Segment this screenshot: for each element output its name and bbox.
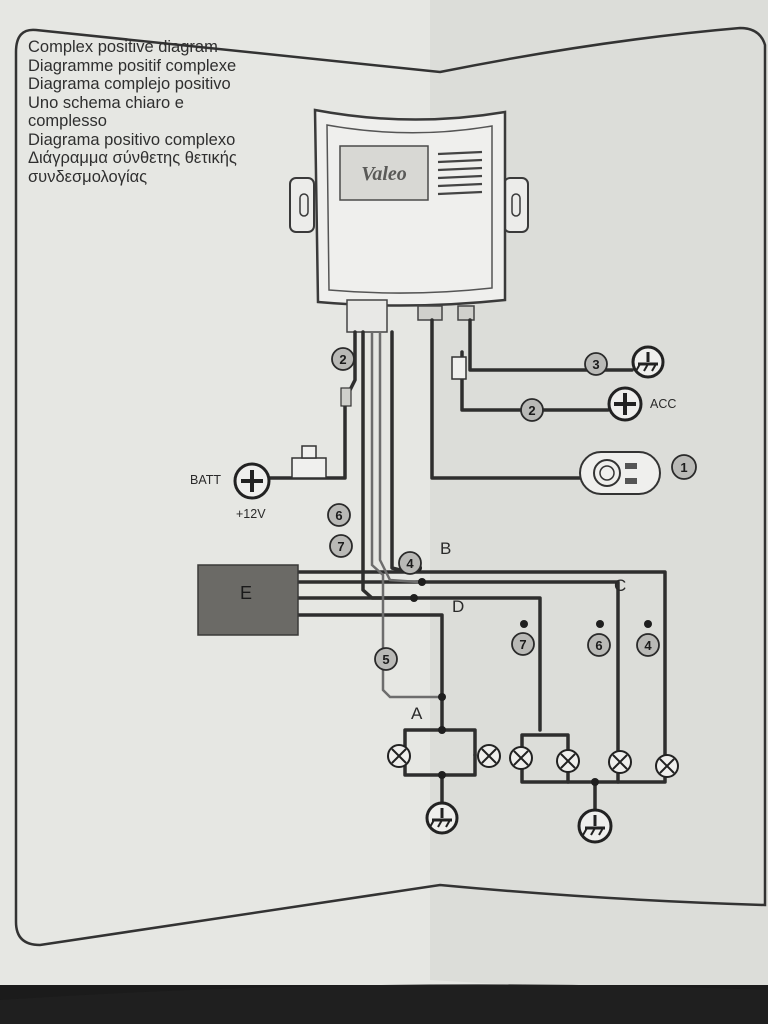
ground-icon-left bbox=[425, 801, 459, 835]
node-b-label: B bbox=[440, 539, 451, 558]
title-line: Διάγραμμα σύνθετης θετικής bbox=[28, 149, 237, 167]
badge-2-acc: 2 bbox=[528, 403, 535, 418]
brand-plate bbox=[339, 145, 429, 201]
junction-dots bbox=[410, 564, 652, 786]
lamp-icon bbox=[608, 750, 632, 774]
lamp-icon bbox=[655, 754, 679, 778]
lamp-icon bbox=[509, 746, 533, 770]
ground-icon-right bbox=[577, 808, 613, 844]
title-line: Complex positive diagram bbox=[28, 38, 218, 56]
ground-icon-top bbox=[631, 345, 665, 379]
badge-3-ground: 3 bbox=[592, 357, 599, 372]
batt-plus-icon bbox=[233, 462, 271, 500]
badge-2-batt: 2 bbox=[339, 352, 346, 367]
batt-voltage-label: +12V bbox=[236, 507, 266, 521]
title-line: Diagramme positif complexe bbox=[28, 56, 237, 75]
grey-wires bbox=[370, 332, 442, 699]
badge-1-sensor: 1 bbox=[680, 460, 687, 475]
node-a-label: A bbox=[411, 704, 423, 723]
lamps bbox=[387, 744, 679, 778]
badge-4-lamp: 4 bbox=[644, 638, 652, 653]
fuse-holder bbox=[291, 356, 467, 479]
title-line: συνδεσμολογίας bbox=[28, 167, 148, 186]
module-e-label: E bbox=[240, 583, 252, 603]
lamp-icon bbox=[477, 744, 501, 768]
wire-badges bbox=[327, 347, 697, 671]
badge-4-node: 4 bbox=[406, 556, 414, 571]
node-c-label: C bbox=[614, 576, 626, 595]
page-frame bbox=[14, 26, 767, 947]
control-box bbox=[289, 108, 529, 333]
brand-logo: Valeo bbox=[361, 163, 407, 185]
title-line: Diagrama complejo positivo bbox=[28, 75, 231, 93]
title-line: complesso bbox=[28, 112, 107, 130]
module-e bbox=[197, 564, 299, 636]
diagram-title: Complex positive diagram Diagramme posit… bbox=[28, 38, 298, 186]
lamp-icon bbox=[556, 749, 580, 773]
node-d-label: D bbox=[452, 597, 464, 616]
acc-plus-icon bbox=[607, 386, 643, 422]
sensor-indicator-icon bbox=[579, 451, 661, 495]
title-line: Diagrama positivo complexo bbox=[28, 130, 236, 149]
badge-7-wire: 7 bbox=[337, 539, 344, 554]
badge-6-wire: 6 bbox=[335, 508, 342, 523]
badge-6-lamp: 6 bbox=[595, 638, 602, 653]
batt-label: BATT bbox=[190, 473, 221, 487]
acc-label: ACC bbox=[650, 397, 676, 411]
lamp-icon bbox=[387, 744, 411, 768]
title-line: Uno schema chiaro e bbox=[28, 93, 184, 112]
badge-5-wire: 5 bbox=[382, 652, 389, 667]
wire-badge-labels: 2 3 2 1 4 6 7 5 7 6 4 bbox=[335, 352, 687, 667]
badge-7-lamp: 7 bbox=[519, 637, 526, 652]
